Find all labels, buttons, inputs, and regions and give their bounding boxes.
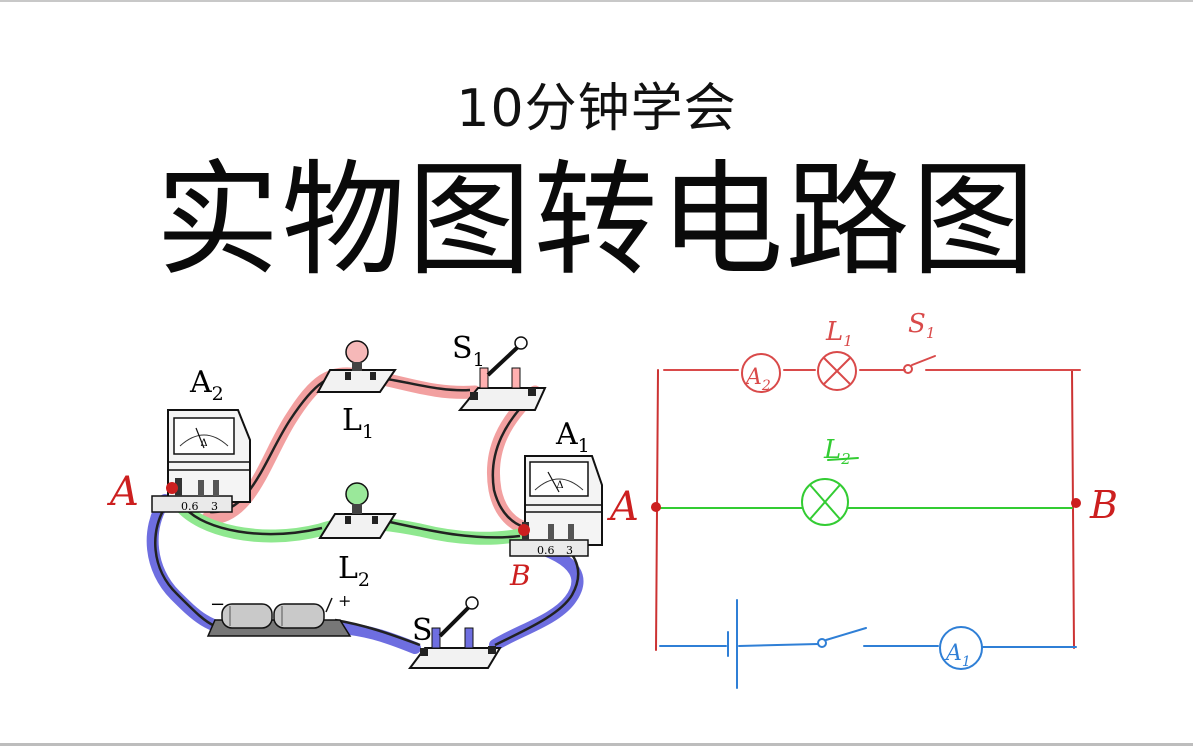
label-l1-main: L (342, 403, 362, 438)
battery-minus-label: − (210, 594, 225, 615)
label-s: S (412, 613, 433, 648)
branch-red (663, 351, 1081, 393)
subtitle: 10分钟学会 (456, 79, 737, 139)
battery-plus-label: + (338, 591, 351, 610)
label-l2-sub: 2 (358, 569, 370, 591)
schematic-l1-main: L (825, 317, 843, 347)
lamp-l2-symbol (801, 478, 849, 526)
switch-s1 (457, 336, 547, 411)
schematic-s1-sub: 1 (926, 324, 936, 342)
schematic-node-b-label: B (1089, 483, 1118, 527)
schematic-diagram: A2 L1 S1 L2 A1 A B (606, 309, 1118, 689)
label-s1: S1 (452, 331, 485, 371)
schematic-l1-label: L1 (825, 317, 853, 350)
label-l1-sub: 1 (362, 421, 374, 443)
meter-delta-a2: Δ (200, 438, 207, 449)
switch-s-contact (817, 638, 827, 648)
wire-s1-a1 (491, 389, 539, 529)
schematic-a2-main: A (744, 365, 762, 390)
label-a2: A2 (189, 365, 224, 405)
wire-s-a1 (494, 546, 580, 647)
lamp-l1-symbol (817, 351, 857, 391)
node-b-dot (518, 524, 530, 536)
wire-a2-l2 (184, 507, 323, 536)
schematic-a1-main: A (944, 641, 962, 666)
schematic-s1-main: S (908, 309, 926, 339)
ammeter-a2-symbol (741, 353, 781, 393)
blue-highlight-path-2 (489, 539, 584, 651)
label-a1: A1 (555, 417, 590, 457)
branch-green (657, 457, 1073, 526)
bottom-border (0, 743, 1193, 746)
schematic-a2-sub: 2 (761, 378, 771, 394)
schematic-a1-label: A1 (944, 641, 971, 670)
terminal-06-a2: 0.6 (181, 500, 199, 513)
battery (206, 597, 352, 637)
terminal-06-a1: 0.6 (537, 544, 555, 557)
ammeter-a1: Δ 0.6 3 (509, 455, 603, 557)
page-title: 实物图转电路图 (155, 149, 1038, 293)
ammeter-a1-symbol (939, 626, 983, 670)
node-b-label: B (509, 559, 531, 592)
lamp-l1 (316, 340, 397, 393)
top-border (0, 0, 1193, 2)
branch-blue (659, 599, 1077, 689)
label-a1-main: A (555, 417, 578, 452)
terminal-3-a2: 3 (211, 500, 218, 513)
node-a-dot (166, 482, 178, 494)
meter-delta-a1: Δ (556, 480, 563, 491)
schematic-l2-sub: 2 (840, 450, 851, 468)
label-s1-main: S (452, 331, 473, 366)
switch-s-blade (825, 627, 867, 641)
label-a1-sub: 1 (578, 435, 590, 457)
label-a2-sub: 2 (212, 383, 224, 405)
label-a2-main: A (189, 365, 212, 400)
label-l2-main: L (338, 551, 358, 586)
schematic-node-a-label: A (606, 484, 639, 530)
wire-battery-s (334, 618, 421, 647)
ammeter-a2: Δ 0.6 3 (151, 409, 251, 513)
label-s1-sub: 1 (473, 349, 485, 371)
label-l1: L1 (342, 403, 374, 443)
schematic-node-a-dot (651, 502, 661, 512)
physical-diagram: Δ 0.6 3 A2 L1 (106, 331, 603, 669)
schematic-node-b-dot (1071, 498, 1081, 508)
switch-s (408, 596, 502, 669)
schematic-s1-label: S1 (908, 309, 935, 342)
right-bus (1071, 369, 1075, 649)
schematic-a2-label: A2 (744, 365, 771, 394)
schematic-l2-main: L (823, 435, 841, 465)
wire-l2-a1 (379, 518, 521, 539)
lamp-l2 (318, 482, 397, 539)
schematic-l2-label: L2 (823, 435, 851, 468)
schematic-a1-sub: 1 (962, 654, 971, 670)
node-a-label: A (106, 469, 139, 515)
wire-a2-battery (154, 501, 216, 628)
label-l2: L2 (338, 551, 370, 591)
schematic-l1-sub: 1 (843, 332, 853, 350)
terminal-3-a1: 3 (566, 544, 573, 557)
